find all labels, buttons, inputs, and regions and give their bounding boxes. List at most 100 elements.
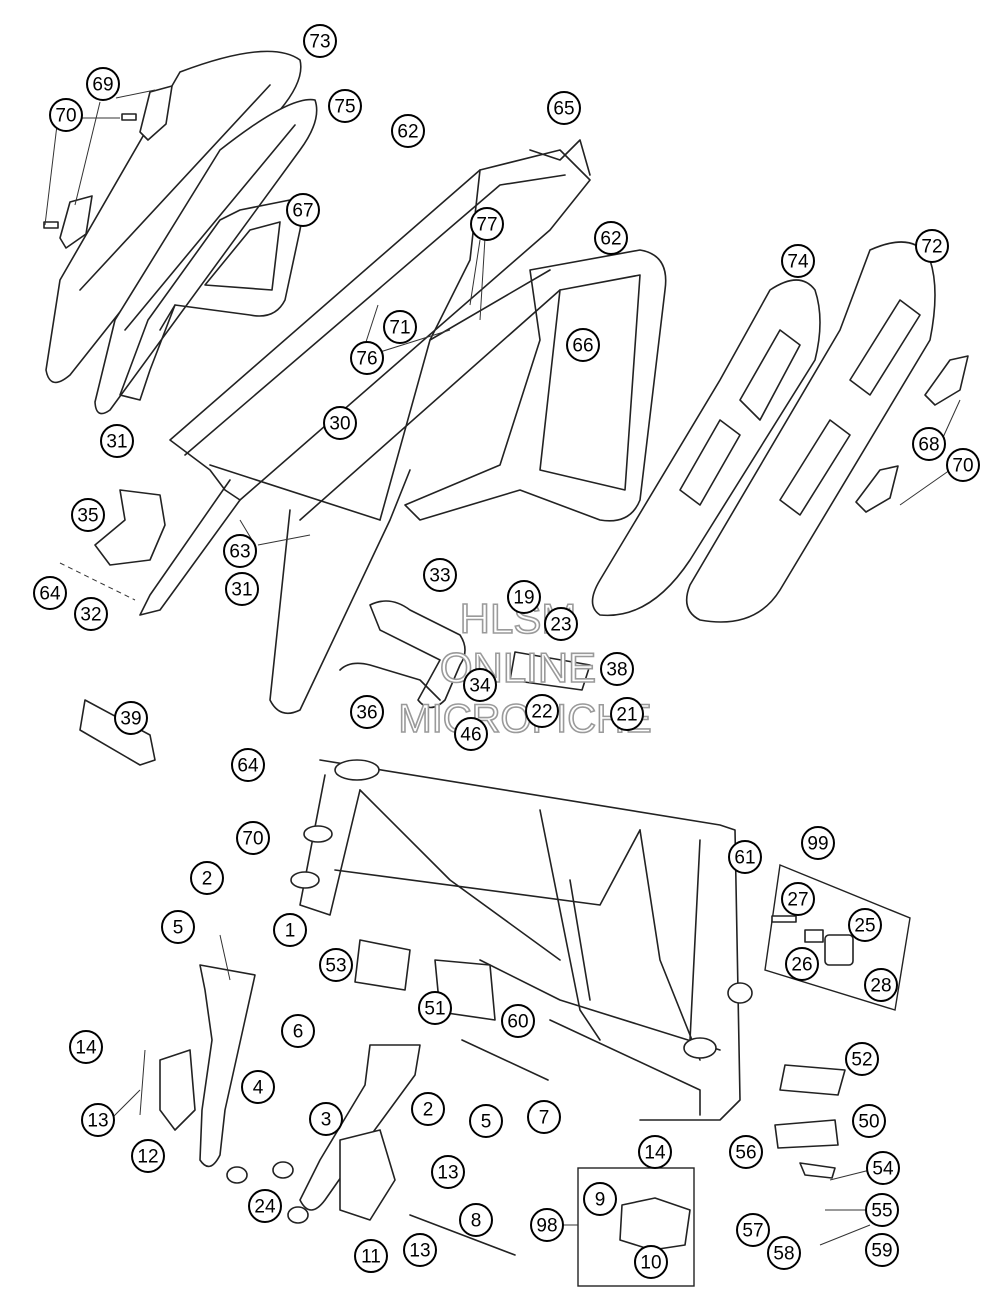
svg-text:2: 2 xyxy=(202,869,213,890)
callout-13: 13 xyxy=(81,1103,115,1137)
callout-58: 58 xyxy=(767,1236,801,1270)
svg-text:70: 70 xyxy=(242,829,263,850)
callout-50: 50 xyxy=(852,1104,886,1138)
svg-text:25: 25 xyxy=(854,916,875,937)
svg-text:68: 68 xyxy=(918,435,939,456)
callout-5-b: 5 xyxy=(469,1104,503,1138)
svg-text:31: 31 xyxy=(106,432,127,453)
svg-text:64: 64 xyxy=(237,756,259,777)
svg-text:53: 53 xyxy=(325,956,346,977)
callout-13-c: 13 xyxy=(403,1233,437,1267)
callout-31: 31 xyxy=(100,424,134,458)
callout-69: 69 xyxy=(86,67,120,101)
pannier-bracket-66 xyxy=(404,249,667,522)
svg-text:13: 13 xyxy=(409,1241,430,1262)
footpeg-50 xyxy=(774,1119,839,1149)
svg-text:7: 7 xyxy=(539,1108,550,1129)
svg-text:39: 39 xyxy=(120,709,141,730)
pin-8 xyxy=(409,1214,516,1256)
callout-67: 67 xyxy=(286,193,320,227)
callout-5: 5 xyxy=(161,910,195,944)
callout-65: 65 xyxy=(547,91,581,125)
heel-guard-12 xyxy=(159,1049,196,1131)
passenger-footpeg-bracket-34 xyxy=(339,600,466,709)
callout-9: 9 xyxy=(583,1182,617,1216)
svg-text:1: 1 xyxy=(285,921,296,942)
svg-text:50: 50 xyxy=(858,1112,879,1133)
callout-56: 56 xyxy=(729,1135,763,1169)
watermark-line-3: MICROFICHE xyxy=(398,697,651,741)
callout-70-c: 70 xyxy=(236,821,270,855)
bracket-68 xyxy=(855,355,969,513)
callout-27: 27 xyxy=(781,882,815,916)
callout-72: 72 xyxy=(915,229,949,263)
callout-68: 68 xyxy=(912,427,946,461)
callout-30: 30 xyxy=(323,406,357,440)
svg-text:56: 56 xyxy=(735,1143,756,1164)
svg-text:31: 31 xyxy=(231,580,252,601)
callout-59: 59 xyxy=(865,1233,899,1267)
svg-text:19: 19 xyxy=(513,588,534,609)
callout-62: 62 xyxy=(391,114,425,148)
callout-12: 12 xyxy=(131,1139,165,1173)
callout-2-b: 2 xyxy=(411,1092,445,1126)
callout-55: 55 xyxy=(865,1193,899,1227)
svg-text:27: 27 xyxy=(787,890,808,911)
svg-text:77: 77 xyxy=(476,215,497,236)
callout-38: 38 xyxy=(600,652,634,686)
callout-23: 23 xyxy=(544,607,578,641)
callout-24: 24 xyxy=(248,1189,282,1223)
footpeg-52 xyxy=(779,1064,846,1096)
callout-4: 4 xyxy=(241,1070,275,1104)
svg-text:38: 38 xyxy=(606,660,627,681)
callout-66: 66 xyxy=(566,328,600,362)
callout-34: 34 xyxy=(463,668,497,702)
svg-text:72: 72 xyxy=(921,237,942,258)
svg-text:70: 70 xyxy=(55,106,76,127)
svg-text:62: 62 xyxy=(600,229,621,250)
callout-52: 52 xyxy=(845,1042,879,1076)
callout-8: 8 xyxy=(459,1203,493,1237)
callout-22: 22 xyxy=(525,694,559,728)
svg-text:54: 54 xyxy=(872,1159,894,1180)
callout-70: 70 xyxy=(49,98,83,132)
callout-28: 28 xyxy=(864,968,898,1002)
watermark: HLSM ONLINE MICROFICHE xyxy=(398,594,653,742)
callout-46: 46 xyxy=(454,717,488,751)
callout-33: 33 xyxy=(423,558,457,592)
callout-21: 21 xyxy=(610,697,644,731)
svg-text:46: 46 xyxy=(460,725,481,746)
bracket-35 xyxy=(94,489,166,566)
callout-57: 57 xyxy=(736,1213,770,1247)
callout-62-b: 62 xyxy=(594,221,628,255)
callout-74: 74 xyxy=(781,244,815,278)
svg-text:34: 34 xyxy=(469,676,491,697)
callout-10: 10 xyxy=(634,1245,668,1279)
callout-13-b: 13 xyxy=(431,1155,465,1189)
svg-text:22: 22 xyxy=(531,702,552,723)
svg-text:5: 5 xyxy=(173,918,184,939)
svg-text:3: 3 xyxy=(321,1110,332,1131)
svg-text:65: 65 xyxy=(553,99,574,120)
svg-text:26: 26 xyxy=(791,955,812,976)
callout-11: 11 xyxy=(354,1239,388,1273)
callout-3: 3 xyxy=(309,1102,343,1136)
svg-text:30: 30 xyxy=(329,414,350,435)
callout-76: 76 xyxy=(350,341,384,375)
svg-text:70: 70 xyxy=(952,456,973,477)
footrest-bracket-4 xyxy=(199,964,256,1168)
callout-60: 60 xyxy=(501,1004,535,1038)
heel-guard-11 xyxy=(339,1129,396,1221)
callout-54: 54 xyxy=(866,1151,900,1185)
svg-text:58: 58 xyxy=(773,1244,794,1265)
svg-text:75: 75 xyxy=(334,97,355,118)
svg-text:36: 36 xyxy=(356,703,377,724)
callout-7: 7 xyxy=(527,1100,561,1134)
pin-7 xyxy=(461,1039,549,1081)
svg-text:4: 4 xyxy=(253,1078,264,1099)
svg-text:66: 66 xyxy=(572,336,593,357)
callout-2: 2 xyxy=(190,861,224,895)
svg-text:9: 9 xyxy=(595,1190,606,1211)
rear-subframe-30 xyxy=(139,139,591,715)
callout-73: 73 xyxy=(303,24,337,58)
